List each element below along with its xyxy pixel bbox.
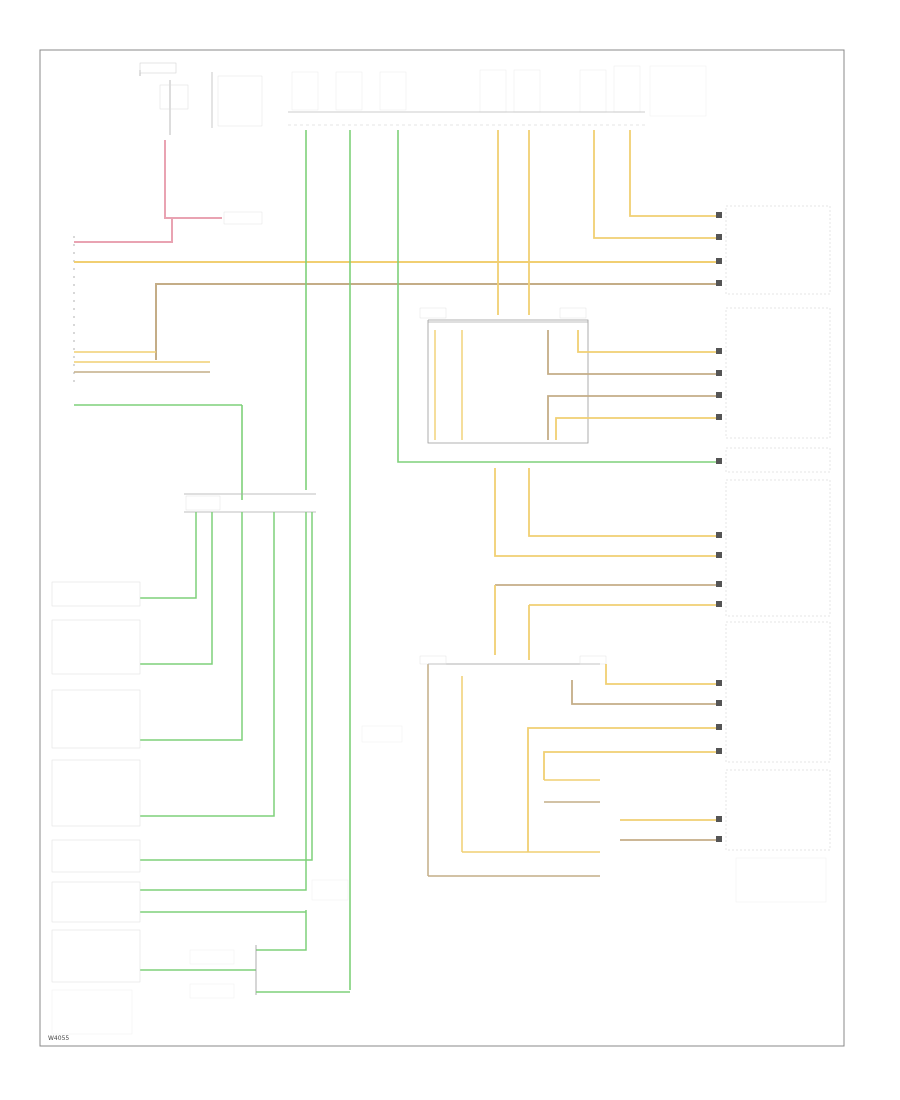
right-connectors [716, 205, 831, 295]
top-module-row [288, 65, 707, 126]
power-source-block [139, 62, 263, 135]
bus-wires [74, 261, 720, 500]
left-module-boxes [51, 581, 141, 1035]
top-right-wires [497, 130, 720, 315]
module-middle-wires [494, 468, 831, 660]
diagram-frame [39, 49, 845, 1047]
module-left-middle [140, 493, 350, 995]
center-labels [189, 725, 403, 999]
green-wire-right [397, 130, 831, 473]
green-vertical-wires [305, 130, 351, 990]
module-upper [419, 307, 831, 444]
wire-red [74, 140, 263, 243]
module-lower [419, 621, 831, 903]
corner-code: W4055 [48, 1035, 69, 1042]
